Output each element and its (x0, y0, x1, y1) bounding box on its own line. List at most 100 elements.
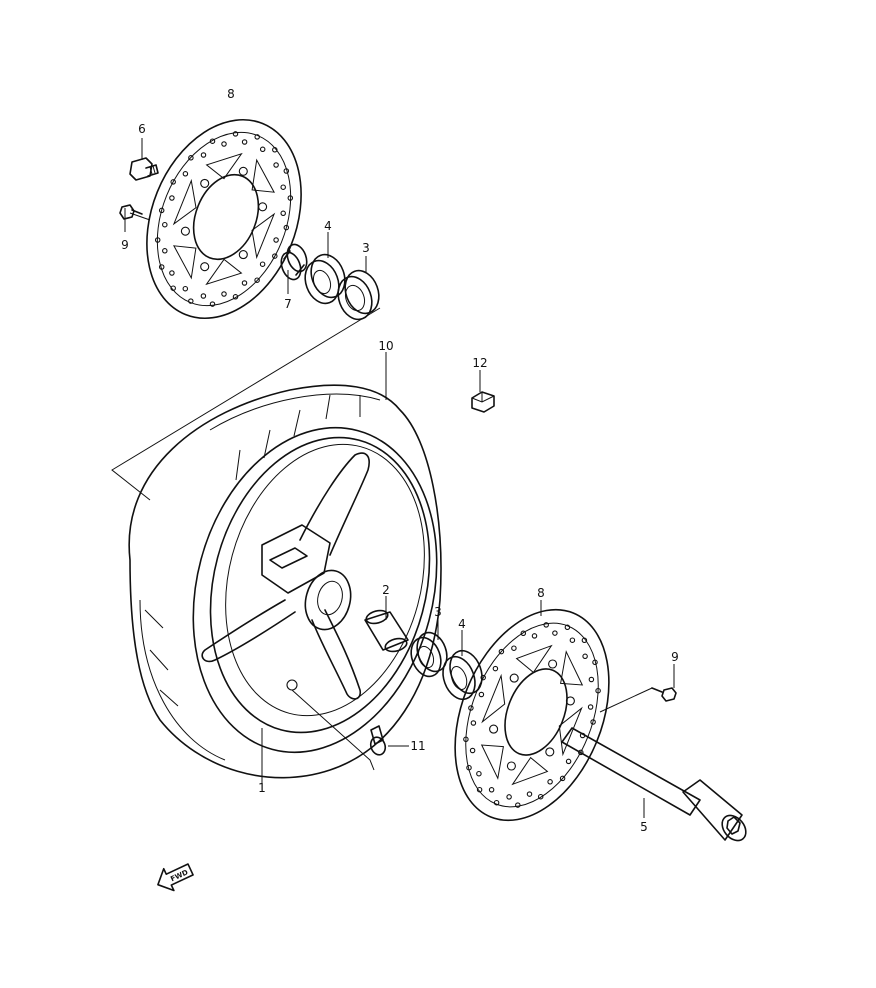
disc-bolt-hole (548, 659, 558, 669)
callout-3-bottom: 3 (434, 605, 442, 619)
disc-bolt-hole (200, 178, 210, 188)
disc-screw-9-top (119, 204, 143, 220)
callout-2: 2 (382, 583, 390, 597)
disc-drill-hole (170, 285, 176, 291)
callout-9-top: 9 (121, 238, 129, 252)
disc-drill-hole (470, 720, 477, 726)
disc-drill-hole (170, 179, 176, 185)
disc-bolt-hole (200, 262, 210, 272)
disc-drill-hole (590, 719, 596, 725)
disc-drill-hole (488, 787, 495, 793)
disc-drill-hole (221, 141, 227, 147)
disc-bolt-hole (238, 166, 248, 176)
spacer-2 (364, 609, 409, 653)
disc-carrier-cutout (172, 178, 197, 226)
wheel-1 (192, 426, 438, 754)
disc-drill-hole (463, 736, 469, 743)
disc-carrier-cutout (558, 706, 583, 757)
disc-drill-hole (492, 665, 499, 672)
callout-5: 5 (640, 820, 648, 834)
disc-drill-hole (480, 674, 486, 681)
disc-drill-hole (154, 237, 161, 243)
disc-drill-hole (478, 691, 485, 698)
disc-drill-hole (209, 301, 216, 307)
disc-drill-hole (531, 633, 538, 639)
disc-drill-hole (511, 645, 517, 651)
bearing-3-top (337, 269, 380, 321)
disc-bolt-hole (545, 747, 555, 757)
disc-drill-hole (543, 622, 549, 628)
disc-bolt-hole (509, 673, 519, 683)
disc-bolt-hole (180, 226, 190, 236)
oil-seal-4-top (304, 253, 346, 305)
disc-drill-hole (272, 253, 278, 259)
callout-8-top: 8 (227, 87, 235, 101)
bearing-3-bottom (410, 631, 448, 678)
callout-11: 11 (410, 739, 425, 753)
disc-drill-hole (259, 146, 266, 153)
disc-carrier-cutout (205, 152, 243, 180)
callout-4-bottom: 4 (458, 617, 466, 631)
disc-drill-hole (469, 747, 476, 754)
disc-drill-hole (200, 293, 207, 299)
disc-drill-hole (595, 687, 601, 694)
disc-drill-hole (259, 261, 266, 267)
disc-drill-hole (564, 624, 571, 631)
disc-drill-hole (578, 749, 584, 756)
leader-lines (124, 138, 675, 818)
disc-drill-hole (254, 134, 260, 140)
disc-drill-hole (169, 270, 175, 276)
disc-screw-9-bottom (651, 687, 677, 702)
disc-drill-hole (506, 794, 512, 800)
disc-drill-hole (466, 764, 472, 771)
disc-drill-hole (272, 147, 278, 153)
disc-drill-hole (280, 184, 286, 190)
callout-1: 1 (258, 781, 266, 795)
callout-8-bottom: 8 (537, 586, 545, 600)
disc-bolt-hole (489, 724, 499, 734)
disc-carrier-cutout (515, 644, 553, 674)
air-valve-11 (369, 725, 387, 756)
disc-drill-hole (200, 152, 207, 158)
disc-drill-hole (162, 248, 168, 254)
front-axle-5 (561, 727, 747, 842)
disc-drill-hole (241, 139, 248, 145)
disc-drill-hole (188, 298, 194, 304)
disc-carrier-cutout (560, 650, 584, 686)
callout-9-bottom: 9 (671, 650, 679, 664)
disc-drill-hole (526, 791, 533, 797)
disc-carrier-cutout (205, 258, 243, 286)
disc-drill-hole (188, 155, 194, 161)
disc-drill-hole (547, 779, 553, 785)
disc-drill-hole (476, 786, 483, 793)
callout-7: 7 (284, 297, 292, 311)
disc-drill-hole (158, 207, 165, 214)
disc-bolt-hole (258, 202, 268, 212)
disc-drill-hole (493, 799, 500, 806)
disc-drill-hole (287, 195, 294, 201)
disc-drill-hole (232, 131, 239, 137)
disc-carrier-cutout (511, 756, 549, 786)
disc-drill-hole (565, 758, 572, 765)
disc-carrier-cutout (251, 212, 276, 260)
disc-drill-hole (559, 775, 566, 782)
callout-6: 6 (138, 122, 146, 136)
disc-drill-hole (221, 291, 227, 297)
callout-10: 10 (378, 339, 393, 353)
disc-drill-hole (232, 294, 239, 300)
tire-10 (128, 384, 442, 779)
disc-drill-hole (162, 221, 168, 228)
oil-seal-4-bottom (442, 649, 483, 701)
callout-4-top: 4 (324, 219, 332, 233)
brake-disc-top (146, 118, 302, 320)
disc-carrier-cutout (480, 744, 504, 780)
disc-drill-hole (283, 168, 290, 174)
disc-drill-hole (592, 659, 598, 666)
disc-drill-hole (587, 704, 594, 710)
disc-drill-hole (182, 285, 189, 292)
disc-drill-hole (280, 210, 286, 217)
disc-drill-hole (476, 770, 482, 777)
disc-drill-hole (283, 224, 290, 231)
